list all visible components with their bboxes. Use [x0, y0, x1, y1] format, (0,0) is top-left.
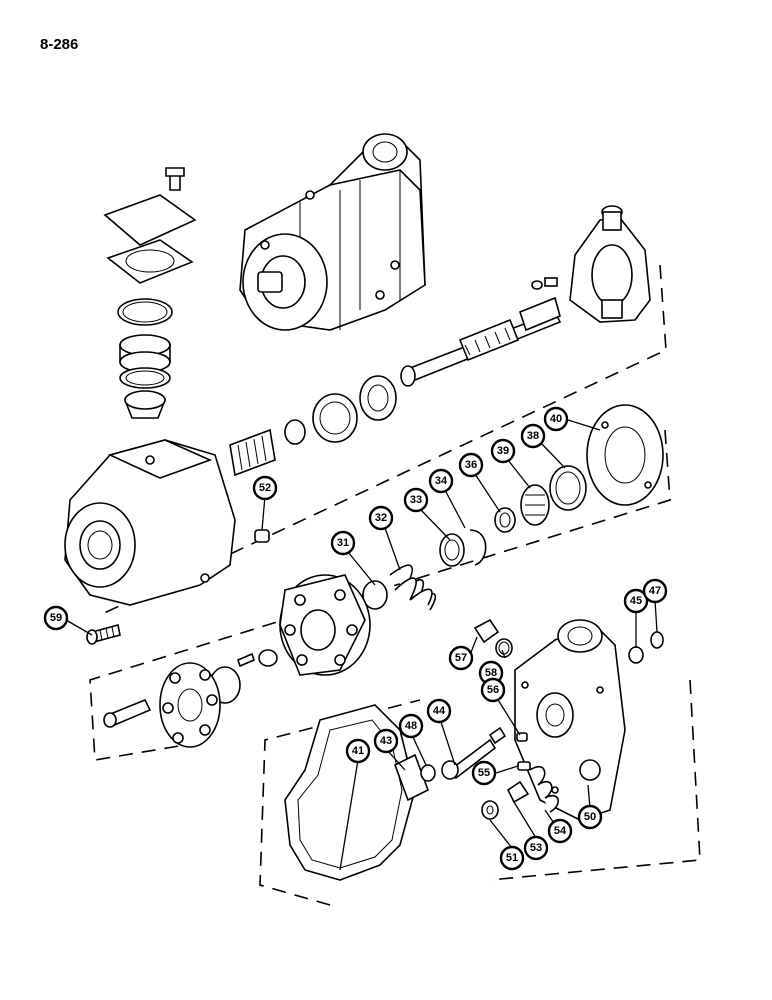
callout-39-label: 39: [497, 445, 509, 457]
callout-45: 45: [623, 588, 649, 614]
callout-38-label: 38: [527, 430, 539, 442]
callout-53-label: 54: [554, 825, 567, 837]
callout-38: 38: [520, 423, 546, 449]
callout-47: 47: [642, 578, 668, 604]
callout-56-label: 56: [487, 684, 499, 696]
callout-48: 48: [398, 713, 424, 739]
callout-40-label: 40: [550, 413, 562, 425]
callout-58-label: 58: [485, 667, 497, 679]
callout-36: 36: [458, 452, 484, 478]
callout-31-label: 31: [337, 537, 349, 549]
callout-43-label: 43: [380, 735, 392, 747]
callout-55-label: 52: [259, 482, 271, 494]
callout-40: 40: [543, 406, 569, 432]
callout-34-label: 34: [435, 475, 448, 487]
middle-dashed-boundary: [89, 429, 671, 761]
callout-50: 50: [577, 804, 603, 830]
pump-housing: [64, 439, 236, 606]
callout-41-label: 41: [352, 745, 364, 757]
callout-54: 55: [471, 760, 497, 786]
shaft-bearings: [229, 375, 397, 477]
bolt-59: [86, 624, 121, 645]
callout-36-label: 36: [465, 459, 477, 471]
callout-33: 33: [403, 487, 429, 513]
callout-54-label: 55: [478, 767, 490, 779]
callout-47-label: 47: [649, 585, 661, 597]
callout-44: 44: [426, 698, 452, 724]
piston-assembly: [103, 649, 278, 748]
callout-41: 41: [345, 738, 371, 764]
callout-33-label: 33: [410, 494, 422, 506]
callout-45-label: 45: [630, 595, 642, 607]
callout-53: 54: [547, 818, 573, 844]
plugs-and-seals: [473, 618, 664, 742]
swashplate: [531, 205, 651, 323]
compensator-spool: [394, 726, 507, 802]
callout-44-label: 44: [433, 705, 446, 717]
compensator-spring-set: [481, 761, 559, 820]
callout-31: 31: [330, 530, 356, 556]
page-number: 8-286: [40, 36, 79, 53]
callout-59-label: 59: [50, 612, 62, 624]
cover-stack: [103, 167, 197, 419]
callout-59: 59: [43, 605, 69, 631]
callout-32-label: 32: [375, 512, 387, 524]
callout-51-label: 51: [506, 852, 518, 864]
callout-43: 43: [373, 728, 399, 754]
cylinder-block: [279, 574, 371, 676]
assembled-pump: [239, 133, 426, 331]
lower-dashed-boundary: [259, 679, 701, 906]
callout-56: 56: [480, 677, 506, 703]
callout-52: 53: [523, 835, 549, 861]
callout-55: 52: [252, 475, 278, 501]
gasket-41: [284, 704, 416, 881]
end-cover: [514, 619, 626, 821]
callout-52-label: 53: [530, 842, 542, 854]
callout-39: 39: [490, 438, 516, 464]
bearing-and-plate: [520, 404, 664, 526]
callout-51: 51: [499, 845, 525, 871]
callout-34: 34: [428, 468, 454, 494]
upper-dashed-boundary: [99, 264, 667, 616]
callout-50-label: 50: [584, 811, 596, 823]
callout-48-label: 48: [405, 720, 417, 732]
dowel-55: [254, 529, 270, 543]
drive-shaft: [400, 296, 562, 387]
callout-32: 32: [368, 505, 394, 531]
spring-and-rings: [362, 507, 516, 611]
callout-57-label: 57: [455, 652, 467, 664]
callout-57: 57: [448, 645, 474, 671]
